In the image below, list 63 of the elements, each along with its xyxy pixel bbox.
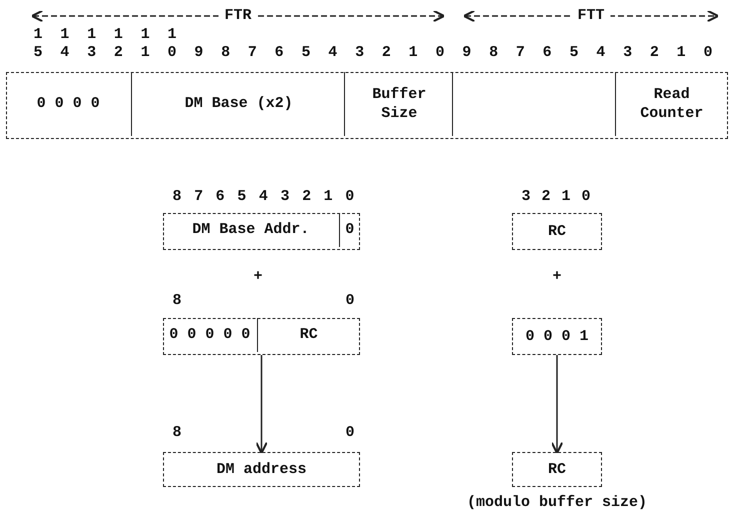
bit-number: 4 xyxy=(328,44,338,62)
register-field: DM Base (x2) xyxy=(134,72,345,136)
register-box xyxy=(6,72,728,139)
bit-number: 1 xyxy=(676,44,686,62)
register-box: 0 0 0 1 xyxy=(512,318,602,355)
register-field: 0 0 0 0 xyxy=(6,72,132,136)
plus-sign: + xyxy=(254,268,262,286)
bit-number: 1 xyxy=(324,188,333,206)
bit-number: 4 xyxy=(258,188,268,206)
bit-number: 5 xyxy=(570,44,578,62)
bit-number: 3 xyxy=(280,188,290,206)
bit-number: 6 xyxy=(216,188,225,206)
bit-number: 2 xyxy=(650,44,659,62)
bit-number: 9 xyxy=(462,44,472,62)
register-box xyxy=(163,213,360,250)
bit-number: 3 xyxy=(355,44,364,62)
bit-number: 8 xyxy=(221,44,230,62)
register-field: 0 0 0 0 0 xyxy=(162,318,258,352)
bit-number: 7 xyxy=(516,44,525,62)
plus-sign: + xyxy=(552,268,562,286)
bit-number: 12 xyxy=(114,26,123,62)
bit-number: 8 xyxy=(172,424,182,442)
bit-number: 15 xyxy=(34,26,42,62)
bit-number: 3 xyxy=(522,188,530,206)
register-field: Read Counter xyxy=(618,72,726,136)
register-field: DM Base Addr. xyxy=(162,212,340,246)
bit-number: 8 xyxy=(489,44,498,62)
bit-number: 6 xyxy=(542,44,552,62)
bit-number: 2 xyxy=(382,44,391,62)
bit-number: 5 xyxy=(302,44,310,62)
bit-number: 1 xyxy=(562,188,570,206)
register-field: RC xyxy=(260,318,358,352)
bit-number: 7 xyxy=(194,188,204,206)
bit-number: 0 xyxy=(345,188,354,206)
arrow xyxy=(255,355,268,454)
bit-number: 0 xyxy=(704,44,712,62)
bit-number: 2 xyxy=(542,188,550,206)
register-field: 0 xyxy=(342,212,358,246)
register-box xyxy=(163,318,360,355)
bit-number: 1 xyxy=(408,44,418,62)
arrow xyxy=(550,355,564,454)
bit-number: 4 xyxy=(596,44,606,62)
bit-number: 0 xyxy=(582,188,590,206)
register-box: DM address xyxy=(163,452,360,487)
bit-number: 0 xyxy=(346,424,354,442)
bit-number: 8 xyxy=(172,292,182,310)
register-field: Buffer Size xyxy=(346,72,453,136)
bit-number: 2 xyxy=(302,188,312,206)
bit-number: 6 xyxy=(274,44,284,62)
register-box: RC xyxy=(512,452,602,487)
bit-number: 8 xyxy=(172,188,182,206)
bit-number: 5 xyxy=(237,188,246,206)
bit-number: 3 xyxy=(623,44,632,62)
register-box: RC xyxy=(512,213,602,250)
bit-number: 0 xyxy=(436,44,444,62)
bit-number: 11 xyxy=(140,26,150,62)
bit-number: 10 xyxy=(168,26,176,62)
note: (modulo buffer size) xyxy=(466,494,648,512)
bit-number: 13 xyxy=(87,26,96,62)
bit-number: 7 xyxy=(248,44,257,62)
bit-number: 0 xyxy=(346,292,354,310)
bit-number: 14 xyxy=(60,26,70,62)
bit-number: 9 xyxy=(194,44,204,62)
